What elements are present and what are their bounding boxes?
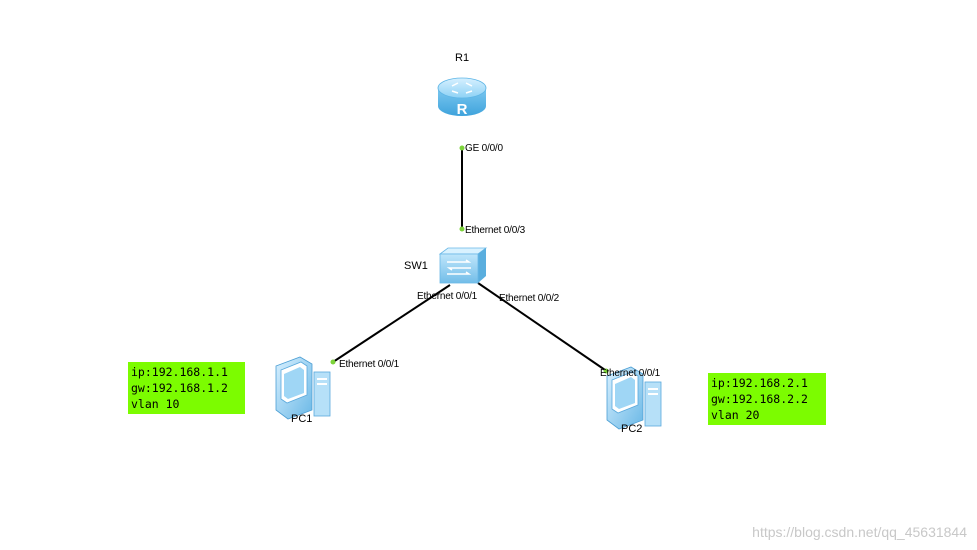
port-dot-pc2-e001 <box>603 368 609 374</box>
link-sw1-pc1[interactable] <box>332 284 451 363</box>
pc-icon[interactable] <box>275 356 331 420</box>
device-label-pc2: PC2 <box>621 423 643 435</box>
link-sw1-pc2[interactable] <box>477 282 609 373</box>
pc-icon[interactable] <box>606 366 662 430</box>
svg-text:R: R <box>457 101 468 118</box>
port-label-sw1-e001: Ethernet 0/0/1 <box>417 291 478 302</box>
note-pc2-gw: gw:192.168.2.2 <box>711 392 808 406</box>
note-pc1-ip: ip:192.168.1.1 <box>131 365 228 379</box>
port-dot-pc1-e001 <box>330 359 336 365</box>
port-dot-sw1-e003 <box>459 226 465 232</box>
port-label-pc1-e001: Ethernet 0/0/1 <box>339 359 400 370</box>
note-pc1-vlan: vlan 10 <box>131 397 180 411</box>
port-label-r1-ge000: GE 0/0/0 <box>465 143 503 154</box>
port-label-sw1-e002: Ethernet 0/0/2 <box>499 293 560 304</box>
watermark: https://blog.csdn.net/qq_45631844 <box>752 524 967 540</box>
router-icon[interactable]: R <box>437 77 487 118</box>
note-pc1-gw: gw:192.168.1.2 <box>131 381 228 395</box>
port-label-sw1-e003: Ethernet 0/0/3 <box>465 225 526 236</box>
note-pc2-ip: ip:192.168.2.1 <box>711 376 808 390</box>
note-pc1: ip:192.168.1.1 gw:192.168.1.2 vlan 10 <box>128 362 245 414</box>
switch-icon[interactable] <box>438 247 488 284</box>
device-label-pc1: PC1 <box>291 413 313 425</box>
device-label-r1: R1 <box>455 52 470 64</box>
note-pc2-vlan: vlan 20 <box>711 408 760 422</box>
port-dot-r1-ge000 <box>459 145 465 151</box>
device-label-sw1: SW1 <box>404 260 428 272</box>
port-label-pc2-e001: Ethernet 0/0/1 <box>600 368 661 379</box>
note-pc2: ip:192.168.2.1 gw:192.168.2.2 vlan 20 <box>708 373 826 425</box>
